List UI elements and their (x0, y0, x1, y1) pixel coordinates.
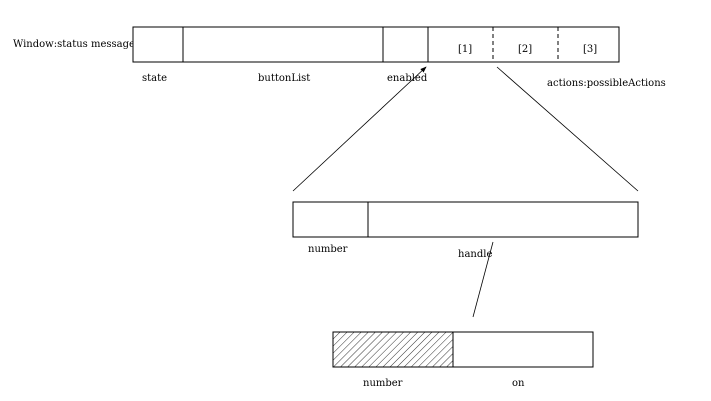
slot-label-2: [2] (518, 44, 532, 55)
action-number-field-label: number (308, 244, 348, 255)
button-list-field-label: buttonList (258, 73, 310, 84)
handle-on-field-label: on (512, 378, 525, 389)
action-handle-field-label: handle (458, 249, 492, 260)
expand-line-left (292, 66, 427, 192)
handle-connector-line (472, 241, 494, 318)
actions-field-label: actions:possibleActions (547, 78, 666, 89)
handle-record (332, 331, 594, 368)
handle-number-hatched-cell (332, 331, 454, 368)
expand-line-right (496, 66, 639, 192)
slot-label-1: [1] (458, 44, 472, 55)
window-record: [1] [2] [3] (132, 26, 620, 63)
enabled-field-label: enabled (387, 73, 428, 84)
handle-number-field-label: number (363, 378, 403, 389)
window-record-box (132, 26, 620, 63)
state-field-label: state (142, 73, 167, 84)
action-record (292, 201, 639, 238)
action-record-box (292, 201, 639, 238)
window-record-title: Window:status message (13, 39, 135, 50)
slot-label-3: [3] (583, 44, 597, 55)
